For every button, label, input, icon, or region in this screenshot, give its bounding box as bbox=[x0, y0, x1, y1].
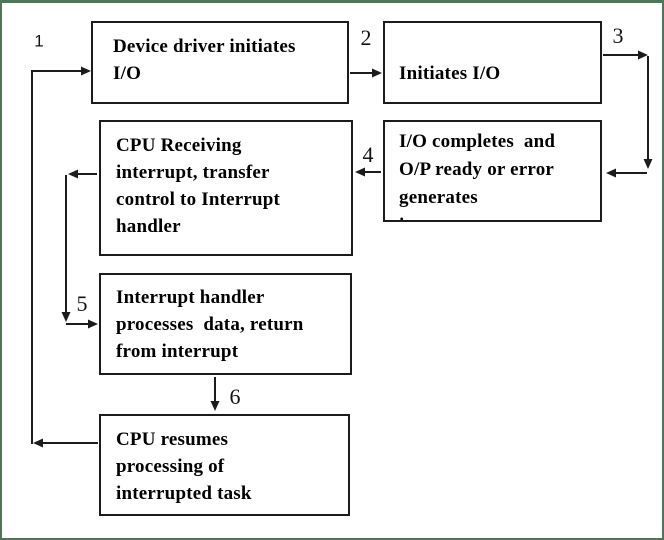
arrow-step-6 bbox=[210, 377, 220, 411]
flow-box-device-driver: Device driver initiates I/O bbox=[91, 21, 349, 104]
connector-arrows bbox=[31, 50, 653, 448]
flow-box-cpu-resumes: CPU resumes processing of interrupted ta… bbox=[99, 414, 350, 516]
flow-box-interrupt-handler: Interrupt handler processes data, return… bbox=[99, 273, 352, 375]
step-number-1: 1 bbox=[34, 31, 44, 51]
flow-box-initiates-io: Initiates I/O bbox=[383, 21, 602, 104]
arrow-step-1 bbox=[31, 66, 98, 448]
arrow-step-2 bbox=[350, 68, 382, 78]
step-number-6: 6 bbox=[229, 384, 241, 409]
flow-box-io-completes: I/O completes and O/P ready or error gen… bbox=[383, 120, 602, 222]
step-number-2: 2 bbox=[360, 25, 372, 50]
step-number-4: 4 bbox=[362, 142, 374, 167]
flow-box-cpu-receiving-interrupt: CPU Receiving interrupt, transfer contro… bbox=[99, 120, 353, 256]
arrow-step-3 bbox=[603, 50, 653, 178]
arrow-step-4 bbox=[355, 167, 381, 177]
arrow-step-5 bbox=[61, 169, 98, 329]
step-number-5: 5 bbox=[76, 291, 88, 316]
step-number-3: 3 bbox=[612, 23, 624, 48]
